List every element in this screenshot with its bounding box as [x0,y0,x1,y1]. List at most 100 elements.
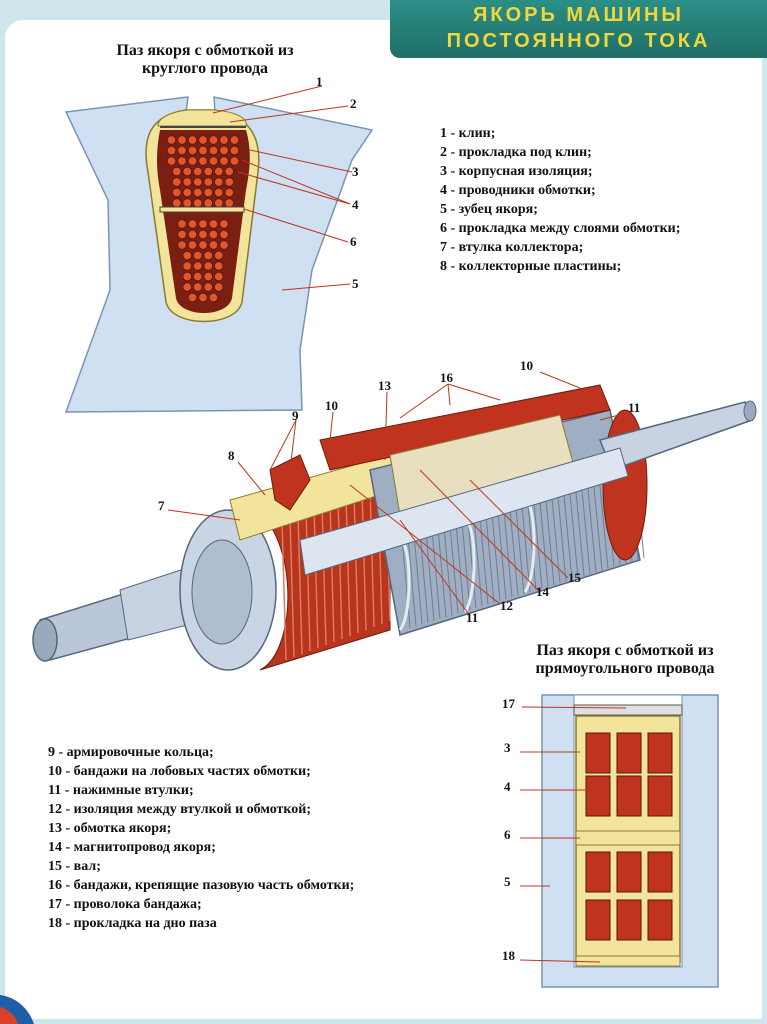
callout-17: 17 [502,696,516,711]
legend-item: 10 - бандажи на лобовых частях обмотки; [48,764,311,779]
round-callout-lines [212,85,353,291]
round-conductor [214,198,224,208]
round-conductor [172,166,182,177]
round-conductor [172,187,182,198]
commutator-bar [297,513,303,655]
commutator-bar [345,495,351,637]
legend-item: 5 - зубец якоря; [440,202,538,217]
legend-item: 1 - клин; [440,126,496,141]
round-conductor [214,250,224,261]
shaft-end-right [743,400,757,422]
round-conductor [187,219,198,229]
commutator-bar [361,489,367,631]
round-conductor [177,145,187,156]
round-conductor [177,229,187,240]
round-conductor [208,145,219,156]
pressure-sleeve-inner [191,539,253,645]
legend-item: 8 - коллекторные пластины; [440,259,622,274]
rect-conductor [616,732,642,774]
legend-item: 14 - магнитопровод якоря; [48,840,216,855]
round-conductor [172,198,182,208]
round-conductor [182,187,192,198]
round-conductor [203,250,213,261]
callout-13: 13 [378,378,392,393]
callout-10: 10 [325,398,338,413]
slot-bottom-pad [575,955,681,967]
round-conductor [208,219,219,229]
round-conductor [214,187,224,198]
rect-layer-separator [575,830,681,846]
legend-top: 1 - клин; 2 - прокладка под клин; 3 - ко… [440,124,680,276]
round-conductor [198,229,208,240]
commutator-bar [313,507,319,649]
legend-item: 3 - корпусная изоляция; [440,164,593,179]
round-conductor [214,166,224,177]
round-conductor [219,240,229,250]
round-conductor [198,240,208,250]
round-conductor [229,156,240,166]
round-conductor [166,135,177,145]
callout-11: 11 [466,610,478,625]
callout-3: 3 [352,164,359,179]
round-conductor [177,240,187,250]
round-conductor [208,240,219,250]
legend-item: 12 - изоляция между втулкой и обмоткой; [48,802,312,817]
rect-conductor [647,851,673,893]
rect-conductor [616,851,642,893]
callout-9: 9 [292,408,299,423]
round-slot-diagram: 1 2 3 4 6 5 [64,74,374,413]
round-conductor [224,198,234,208]
rect-conductor [585,775,611,817]
legend-item: 4 - проводники обмотки; [440,183,596,198]
round-conductor [187,292,198,303]
shaft-inner [299,447,629,576]
rect-slot-title: Паз якоря с обмоткой из прямоугольного п… [495,642,755,678]
rect-conductor [647,775,673,817]
round-conductor [208,229,219,240]
round-conductor [219,229,229,240]
round-conductor [193,261,203,271]
round-conductor [193,250,203,261]
callout-5-rect: 5 [504,874,511,889]
legend-bottom: 9 - армировочные кольца; 10 - бандажи на… [48,743,354,933]
rect-conductor [616,775,642,817]
main-callout-lines [167,371,631,617]
callout-16: 16 [440,370,454,385]
round-conductor [219,219,229,229]
round-conductor [193,187,203,198]
round-conductor [177,219,187,229]
round-conductor [187,240,198,250]
commutator-bar [337,498,343,640]
round-conductor [182,177,192,187]
callout-8: 8 [228,448,235,463]
round-conductor [172,177,182,187]
header-title-line1: ЯКОРЬ МАШИНЫ [472,4,684,26]
legend-item: 2 - прокладка под клин; [440,145,592,160]
callout-10-top: 10 [520,358,533,373]
header-title-line2: ПОСТОЯННОГО ТОКА [446,30,711,52]
commutator-bar [353,492,359,634]
round-conductor [166,156,177,166]
commutator-bar [329,501,335,643]
callout-18: 18 [502,948,516,963]
round-conductor [182,261,192,271]
round-conductor [203,177,213,187]
callout-4-rect: 4 [504,779,511,794]
round-conductor [203,187,213,198]
round-conductor [193,282,203,292]
round-conductor [224,187,234,198]
round-slot-title-line1: Паз якоря с обмоткой из [116,42,294,59]
round-slot-title-line2: круглого провода [141,60,269,77]
round-conductor [229,135,240,145]
round-conductor [219,145,229,156]
round-conductor [187,135,198,145]
round-conductor [193,166,203,177]
round-conductor [208,135,219,145]
round-conductor [187,156,198,166]
round-conductor [198,135,208,145]
armature-winding [319,384,611,471]
callout-7: 7 [158,498,165,513]
round-conductor [203,198,213,208]
